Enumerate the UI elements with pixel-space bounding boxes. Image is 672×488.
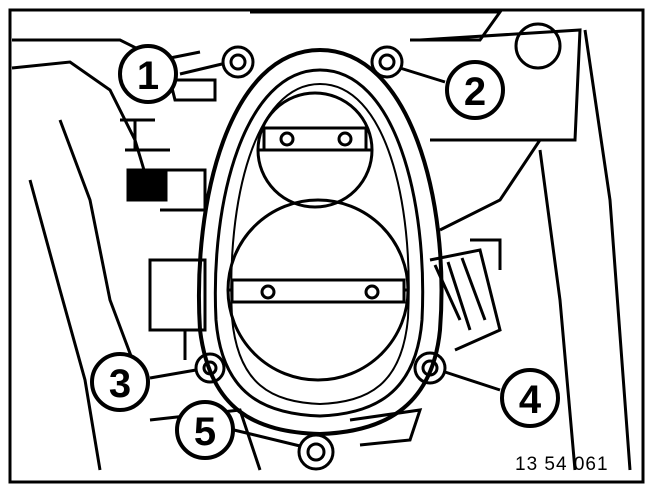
- main-throttle-plate: [226, 198, 410, 382]
- callout-1-label: 1: [137, 54, 159, 98]
- bolt-1: [221, 45, 255, 79]
- background-engine-left: [11, 38, 217, 471]
- figure-code: 13 54 061: [515, 454, 609, 475]
- idle-throttle-plate: [256, 91, 374, 209]
- callout-3: 3: [90, 352, 150, 412]
- bolt-4: [413, 351, 447, 385]
- callout-2-label: 2: [464, 70, 486, 114]
- throttle-flange: [196, 47, 444, 437]
- background-engine-right: [149, 10, 632, 471]
- bolt-5: [297, 433, 335, 471]
- figure-frame: [8, 8, 645, 484]
- bolt-3: [194, 352, 226, 384]
- callout-5-label: 5: [194, 410, 216, 454]
- callout-2: 2: [445, 60, 505, 120]
- callout-5: 5: [175, 400, 235, 460]
- leader-lines: [149, 62, 501, 448]
- callout-4-label: 4: [519, 378, 542, 422]
- bolt-2: [370, 45, 404, 79]
- callout-3-label: 3: [109, 362, 131, 406]
- callout-1: 1: [118, 44, 178, 104]
- callout-4: 4: [500, 368, 560, 428]
